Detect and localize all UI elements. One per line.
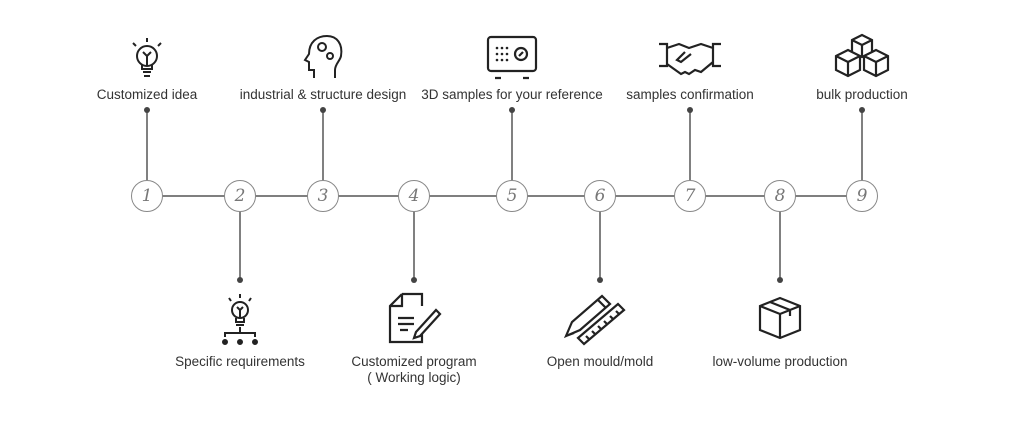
step-label: Specific requirements [175, 354, 305, 370]
step-number-circle: 8 [764, 180, 796, 212]
step-label-text: Customized idea [96, 87, 198, 102]
step-label: 3D samples for your reference [421, 87, 603, 103]
lightbulb-icon [132, 38, 162, 77]
step-label-text: 3D samples for your reference [421, 87, 603, 102]
step-label: bulk production [816, 87, 908, 103]
connector-dot [597, 277, 603, 283]
step-label: Open mould/mold [547, 354, 654, 370]
connector-dot [859, 107, 865, 113]
step-number-circle: 9 [846, 180, 878, 212]
connector-dot [144, 107, 150, 113]
box-icon [758, 296, 802, 340]
step-number-circle: 4 [398, 180, 430, 212]
step-number-circle: 2 [224, 180, 256, 212]
step-label-subtext: ( Working logic) [367, 370, 461, 385]
step-label-text: samples confirmation [626, 87, 754, 102]
step-label-text: Customized program [351, 354, 477, 369]
boxes-icon [834, 33, 890, 78]
handshake-icon [659, 42, 721, 76]
step-number-circle: 3 [307, 180, 339, 212]
step-label-text: low-volume production [712, 354, 848, 369]
step-label-text: bulk production [816, 87, 908, 102]
step-label: industrial & structure design [240, 87, 407, 103]
step-label: Customized idea [97, 87, 198, 103]
step-label-text: Specific requirements [175, 354, 305, 369]
connector-dot [509, 107, 515, 113]
document-pen-icon [388, 292, 442, 344]
step-number-circle: 7 [674, 180, 706, 212]
step-label-text: industrial & structure design [239, 87, 407, 102]
step-number-circle: 6 [584, 180, 616, 212]
pencil-ruler-icon [563, 294, 626, 346]
lightbulb-network-icon [222, 294, 258, 345]
step-number-circle: 5 [496, 180, 528, 212]
printer-3d-icon [486, 35, 538, 80]
connector-dot [687, 107, 693, 113]
connector-dot [237, 277, 243, 283]
connector-dot [411, 277, 417, 283]
step-number-circle: 1 [131, 180, 163, 212]
connector-dot [320, 107, 326, 113]
step-label: low-volume production [712, 354, 847, 370]
step-label: Customized program( Working logic) [351, 354, 476, 386]
step-label: samples confirmation [626, 87, 754, 103]
head-gears-icon [303, 34, 343, 78]
step-label-text: Open mould/mold [546, 354, 654, 369]
connector-dot [777, 277, 783, 283]
